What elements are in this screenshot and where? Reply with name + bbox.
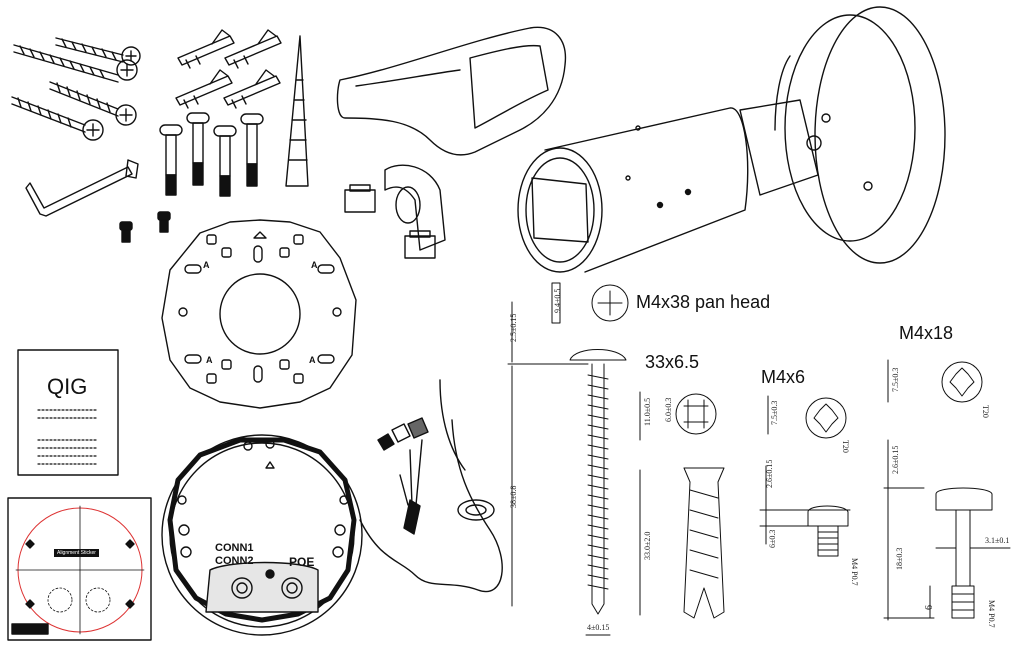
poe-label: POE <box>289 555 315 569</box>
sun-shield <box>336 26 567 156</box>
wood-screw-2 <box>55 37 141 66</box>
dim-m4x18-thread-len: 6 <box>924 605 935 610</box>
dim-t20-a: T20 <box>841 440 850 453</box>
alignment-sticker-label: Alignment Sticker <box>54 549 99 557</box>
dim-t20-b: T20 <box>981 405 990 418</box>
mount-clamp <box>344 164 446 259</box>
cable-assembly <box>359 379 503 593</box>
wedge-tool <box>285 35 309 187</box>
dim-anchor-d2: 11.0±0.5 <box>643 397 652 426</box>
anchor-33x6-5-label: 33x6.5 <box>645 352 700 372</box>
dim-m4x18-dia: 7.5±0.3 <box>891 367 900 392</box>
wood-screws-group <box>11 37 141 141</box>
dim-anchor-len: 33.0±2.0 <box>643 531 652 560</box>
dim-shank-38: 4±0.15 <box>587 623 610 632</box>
dim-m4x6-head: 2.6±0.15 <box>765 459 774 488</box>
m4x38-drawing <box>507 282 629 636</box>
conn-labels: CONN1 CONN2 <box>215 542 254 568</box>
dim-m4x18-head: 2.6±0.15 <box>891 445 900 474</box>
dim-head-dia-38: 9.4±0.5 <box>553 288 562 313</box>
bullet-camera <box>517 6 946 273</box>
plate-mark-a-3: A <box>206 355 213 365</box>
conn1-label: CONN1 <box>215 542 254 554</box>
dim-anchor-d1: 6.0±0.3 <box>664 397 673 422</box>
torx-l-key <box>25 159 139 217</box>
m4x38-pan-head-label: M4x38 pan head <box>636 292 771 312</box>
small-black-screws <box>119 211 171 243</box>
qig-booklet <box>17 349 119 476</box>
m4x18-label: M4x18 <box>899 323 954 343</box>
dim-m4x18-len: 18±0.3 <box>895 547 904 570</box>
qig-title: QIG <box>47 374 88 399</box>
dim-m4x6-len: 6±0.3 <box>768 529 777 548</box>
dim-m4x18-shank: 3.1±0.1 <box>985 536 1010 545</box>
dim-head-h-38: 2.5±0.15 <box>509 313 518 342</box>
wood-screw-3 <box>49 81 137 126</box>
wood-screw-4 <box>11 96 104 141</box>
dim-m4x6-dia: 7.5±0.3 <box>770 400 779 425</box>
machine-screws <box>159 112 264 197</box>
m4x18-drawing <box>883 359 1011 621</box>
dim-m4x18-thread: M4 P0.7 <box>987 600 996 628</box>
junction-box-base <box>161 434 363 636</box>
anchor-drawing <box>639 391 725 619</box>
wood-screw-1 <box>13 44 138 83</box>
alignment-sticker <box>7 497 152 641</box>
m4x6-drawing <box>759 395 851 557</box>
mounting-plate <box>161 219 357 409</box>
plastic-anchors <box>175 29 282 109</box>
plate-mark-a-4: A <box>309 355 316 365</box>
plate-mark-a-2: A <box>311 260 318 270</box>
dim-m4x6-thread: M4 P0.7 <box>850 558 859 586</box>
dim-len-38: 38±0.8 <box>509 485 518 508</box>
plate-mark-a-1: A <box>203 260 210 270</box>
m4x6-label: M4x6 <box>761 367 806 387</box>
conn2-label: CONN2 <box>215 555 254 567</box>
